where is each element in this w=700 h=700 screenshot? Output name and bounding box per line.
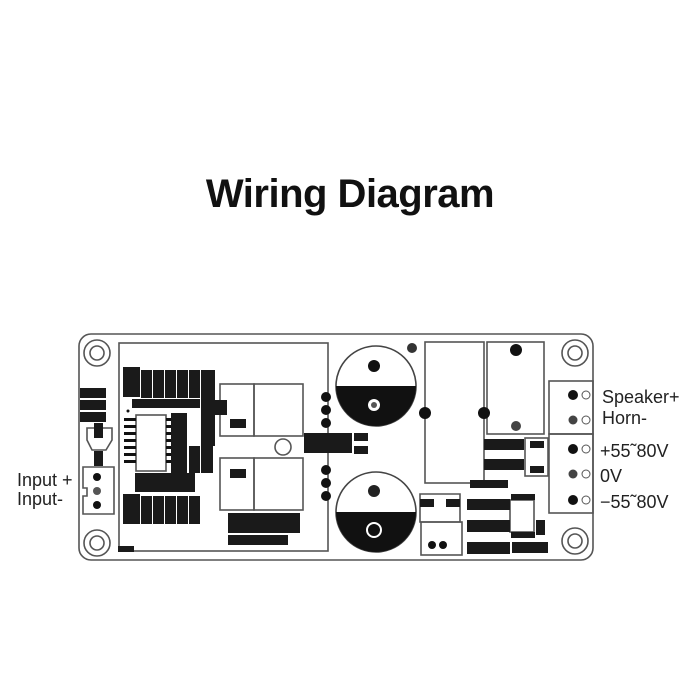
transistor-pad-lower [219, 457, 304, 511]
regulator-outline [509, 499, 535, 533]
op-amp-ic [124, 409, 178, 463]
mounting-hole-bottom-left [83, 529, 111, 557]
capacitor-lower [335, 471, 417, 553]
fan-connector-outline [419, 493, 461, 523]
input-minus-label: Input- [17, 489, 64, 509]
smd-components [80, 367, 548, 554]
mounting-hole-top-right [561, 339, 589, 367]
op-amp-ic-outline [135, 414, 167, 472]
output-terminal-pins [568, 390, 591, 505]
via-chain [321, 344, 522, 549]
zero-volt-label: 0V [600, 466, 623, 486]
transistor-pad-upper [219, 383, 304, 437]
input-plus-label: Input + [17, 470, 73, 490]
mounting-hole-bottom-right [561, 527, 589, 555]
speaker-plus-label: Speaker+ [602, 387, 680, 407]
negative-voltage-label: −55˜80V [600, 492, 669, 512]
input-connector-pins [93, 473, 101, 509]
input-clip-outline [86, 427, 113, 451]
via-center [274, 438, 292, 456]
relay-outline [424, 341, 485, 484]
capacitor-upper [335, 345, 417, 427]
resistor-outline [486, 341, 545, 435]
diagram-title: Wiring Diagram [205, 172, 495, 216]
input-connector-outline [82, 466, 115, 515]
via-top [407, 343, 417, 353]
positive-voltage-label: +55˜80V [600, 441, 669, 461]
diode-outline [524, 437, 549, 477]
speaker-terminal-block [548, 380, 594, 435]
horn-minus-label: Horn- [602, 408, 648, 428]
fan-header-outline [420, 521, 463, 556]
mounting-hole-top-left [83, 339, 111, 367]
power-terminal-block [548, 433, 594, 514]
